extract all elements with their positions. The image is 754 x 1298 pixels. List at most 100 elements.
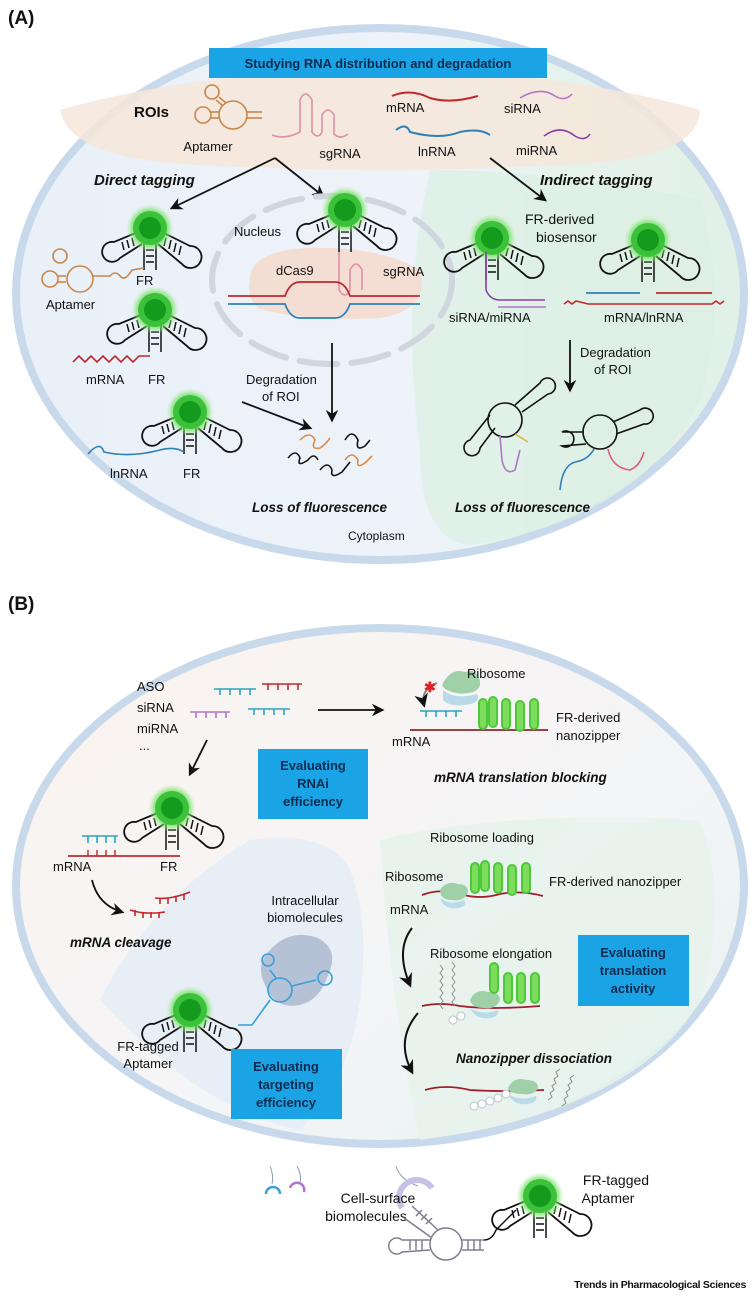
direct-tagging-label: Direct tagging [94,172,195,189]
box-targeting-line3: efficiency [256,1095,317,1110]
mrna-cleavage-label: mRNA cleavage [70,935,172,950]
nucleus-label: Nucleus [234,224,281,239]
oligo-icons [190,683,302,718]
degradation-label-2b: of ROI [594,362,632,377]
ribosome-elongation-large [470,991,500,1009]
biosensor-label-1: FR-derived [525,211,594,227]
nanozipper-blocking [478,696,539,732]
title-box-text: Studying RNA distribution and degradatio… [245,56,512,71]
tagged-aptamer-icon [41,248,145,293]
degradation-label-2a: Degradation [580,345,651,360]
roi-mirna-label: miRNA [516,143,557,158]
box-rnai-line1: Evaluating [280,758,346,773]
degradation-label-1a: Degradation [246,372,317,387]
aptamer-icon [194,84,262,130]
tagged-lnrna-strand [87,445,185,456]
ribosome-icon [442,670,481,694]
fr-derived-nanozipper-label: FR-derived nanozipper [549,874,682,889]
journal-credit: Trends in Pharmacological Sciences [574,1279,746,1291]
fr-tagged-outer-1: FR-tagged [583,1172,649,1188]
arrow-to-elongation [399,927,413,988]
roi-band [60,71,700,170]
target-aptamer-icon [238,953,333,1026]
sirna-mirna-label: siRNA/miRNA [449,310,531,325]
panel-a-label: (A) [8,8,34,29]
box-targeting-line2: targeting [258,1077,314,1092]
nanozipper-loading [470,860,531,896]
roi-sirna-label: siRNA [504,101,541,116]
mrna-lnrna-label: mRNA/lnRNA [604,310,684,325]
cell-surface-label-1: Cell-surface [341,1190,416,1206]
arrow-cleavage [91,879,125,916]
peptide-beads-elongation [448,1011,466,1025]
indirect-tagging-label: Indirect tagging [540,172,653,189]
loss-fluorescence-left: Loss of fluorescence [252,500,388,515]
rois-label: ROIs [134,104,169,121]
box-rnai-line3: efficiency [283,794,344,809]
nanozipper-label-1: FR-derived [556,710,620,725]
degradation-label-1b: of ROI [262,389,300,404]
cleaved-fragment-2 [129,909,166,918]
block-x-icon: ✱ [424,679,436,695]
released-nanozipper-strands [439,961,456,1010]
box-targeting [231,1049,342,1119]
oligo-aso: ASO [137,679,164,694]
loading-mrna-label: mRNA [390,902,429,917]
ribosome-elongation-small [470,1008,499,1019]
aso-bound [420,710,462,717]
degraded-biosensor-left [463,377,557,473]
ribosome-loading-large [440,882,468,901]
ribosome-loading-small [440,898,466,909]
cleavage-mrna-bases [87,850,116,856]
loss-fluorescence-right: Loss of fluorescence [455,500,591,515]
lnrna-strand-icon [395,125,491,137]
intracellular-biomolecule-shape [261,934,333,1006]
dissociated-nanozipper-strands [547,1068,575,1107]
ribosome-label-mid: Ribosome [385,869,444,884]
ribosome-dissociation-large [508,1079,538,1095]
roi-sgrna-label: sgRNA [319,146,361,161]
dna-strand-top [228,281,420,297]
translation-region [380,817,715,1140]
title-box [209,48,547,78]
nanozipper-label-2: nanozipper [556,728,621,743]
sgrna-icon [271,93,349,138]
nuclear-sgrna [338,252,363,296]
oligo-sirna: siRNA [137,700,174,715]
blocked-arrow [414,682,438,708]
fr-tagged-inner-1: FR-tagged [117,1039,178,1054]
intracellular-label-2: biomolecules [267,910,343,925]
cytoplasm-label: Cytoplasm [348,529,405,543]
oligo-ellipsis: ... [139,738,150,753]
fr-tagged-inner-2: Aptamer [123,1056,173,1071]
indirect-region [412,170,715,545]
cleavage-fr-label: FR [160,859,177,874]
peptide-beads-dissociation [469,1089,511,1111]
nanozipper-dissociation-label: Nanozipper dissociation [456,1051,612,1066]
degraded-biosensor-right [559,407,654,491]
roi-mrna-label: mRNA [386,100,425,115]
box-rnai-line2: RNAi [297,776,329,791]
cleaved-fragment-1 [154,891,191,904]
arrow-to-dissociation [400,1012,419,1075]
arrow-degradation-diagonal [241,401,313,431]
box-targeting-line1: Evaluating [253,1059,319,1074]
surface-aptamer-icon [387,1205,517,1261]
cleavage-mrna-label: mRNA [53,859,92,874]
panel-b-label: (B) [8,594,34,615]
sirna-bound-cleavage [82,835,118,843]
mrna-strand-icon [391,91,479,102]
intracellular-label-1: Intracellular [271,893,339,908]
ribosome-small-subunit [443,690,479,706]
direct-mrna-label: mRNA [86,372,125,387]
nucleus-sgrna-label: sgRNA [383,264,425,279]
dcas9-shape [249,247,422,319]
cell-surface-label-2: biomolecules [325,1208,407,1224]
blocking-mrna-label: mRNA [392,734,431,749]
sirna-strand-icon [519,90,573,100]
box-rnai [258,749,368,819]
surface-receptors [264,1165,435,1210]
ribosome-elongation-label: Ribosome elongation [430,946,552,961]
ribosome-label-top: Ribosome [467,666,526,681]
